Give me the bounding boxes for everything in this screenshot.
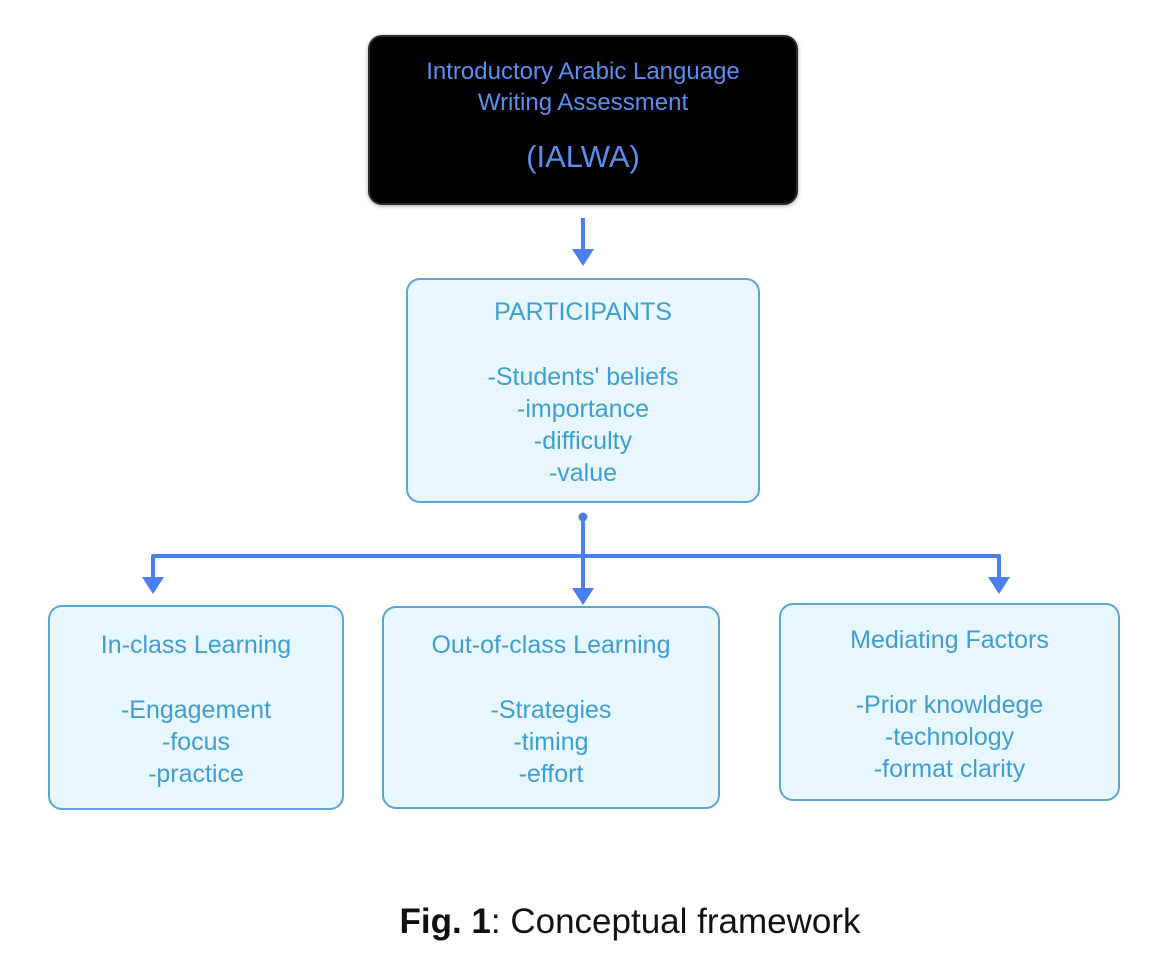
- in-class-item: -focus: [161, 728, 231, 756]
- arrow-to-mediating: [988, 577, 1010, 594]
- ialwa-acronym: (IALWA): [526, 139, 640, 174]
- figure-label: Fig. 1: [399, 902, 491, 941]
- ialwa-title-line-1: Introductory Arabic Language: [426, 58, 740, 85]
- mediating-factors-box: Mediating Factors -Prior knowldege -tech…: [779, 603, 1120, 801]
- mediating-item: -technology: [884, 723, 1015, 751]
- branch-connector: [151, 512, 1001, 590]
- participants-item: -Students' beliefs: [487, 363, 679, 391]
- mediating-item: -format clarity: [873, 755, 1026, 783]
- participants-heading: PARTICIPANTS: [494, 298, 672, 326]
- participants-box: PARTICIPANTS -Students' beliefs -importa…: [406, 278, 760, 503]
- ialwa-title-line-2: Writing Assessment: [477, 89, 689, 116]
- in-class-heading: In-class Learning: [100, 631, 292, 659]
- junction-dot: [578, 512, 588, 522]
- out-of-class-heading: Out-of-class Learning: [431, 631, 671, 659]
- figure-caption: Fig. 1: Conceptual framework: [0, 902, 1166, 942]
- in-class-learning-box: In-class Learning -Engagement -focus -pr…: [48, 605, 344, 810]
- in-class-item: -Engagement: [120, 696, 272, 724]
- out-of-class-item: -effort: [518, 760, 584, 788]
- mediating-item: -Prior knowldege: [855, 691, 1044, 719]
- in-class-item: -practice: [148, 760, 244, 788]
- arrow-top-to-participants: [572, 218, 594, 266]
- participants-item: -value: [548, 459, 618, 487]
- out-of-class-item: -Strategies: [490, 696, 612, 724]
- arrow-to-out-of-class: [572, 588, 594, 605]
- ialwa-box: Introductory Arabic Language Writing Ass…: [368, 35, 798, 205]
- mediating-heading: Mediating Factors: [850, 626, 1049, 654]
- participants-item: -difficulty: [533, 427, 633, 455]
- figure-caption-text: : Conceptual framework: [490, 902, 861, 941]
- arrow-to-in-class: [142, 556, 164, 594]
- out-of-class-learning-box: Out-of-class Learning -Strategies -timin…: [382, 606, 720, 809]
- out-of-class-item: -timing: [513, 728, 589, 756]
- participants-item: -importance: [517, 395, 649, 423]
